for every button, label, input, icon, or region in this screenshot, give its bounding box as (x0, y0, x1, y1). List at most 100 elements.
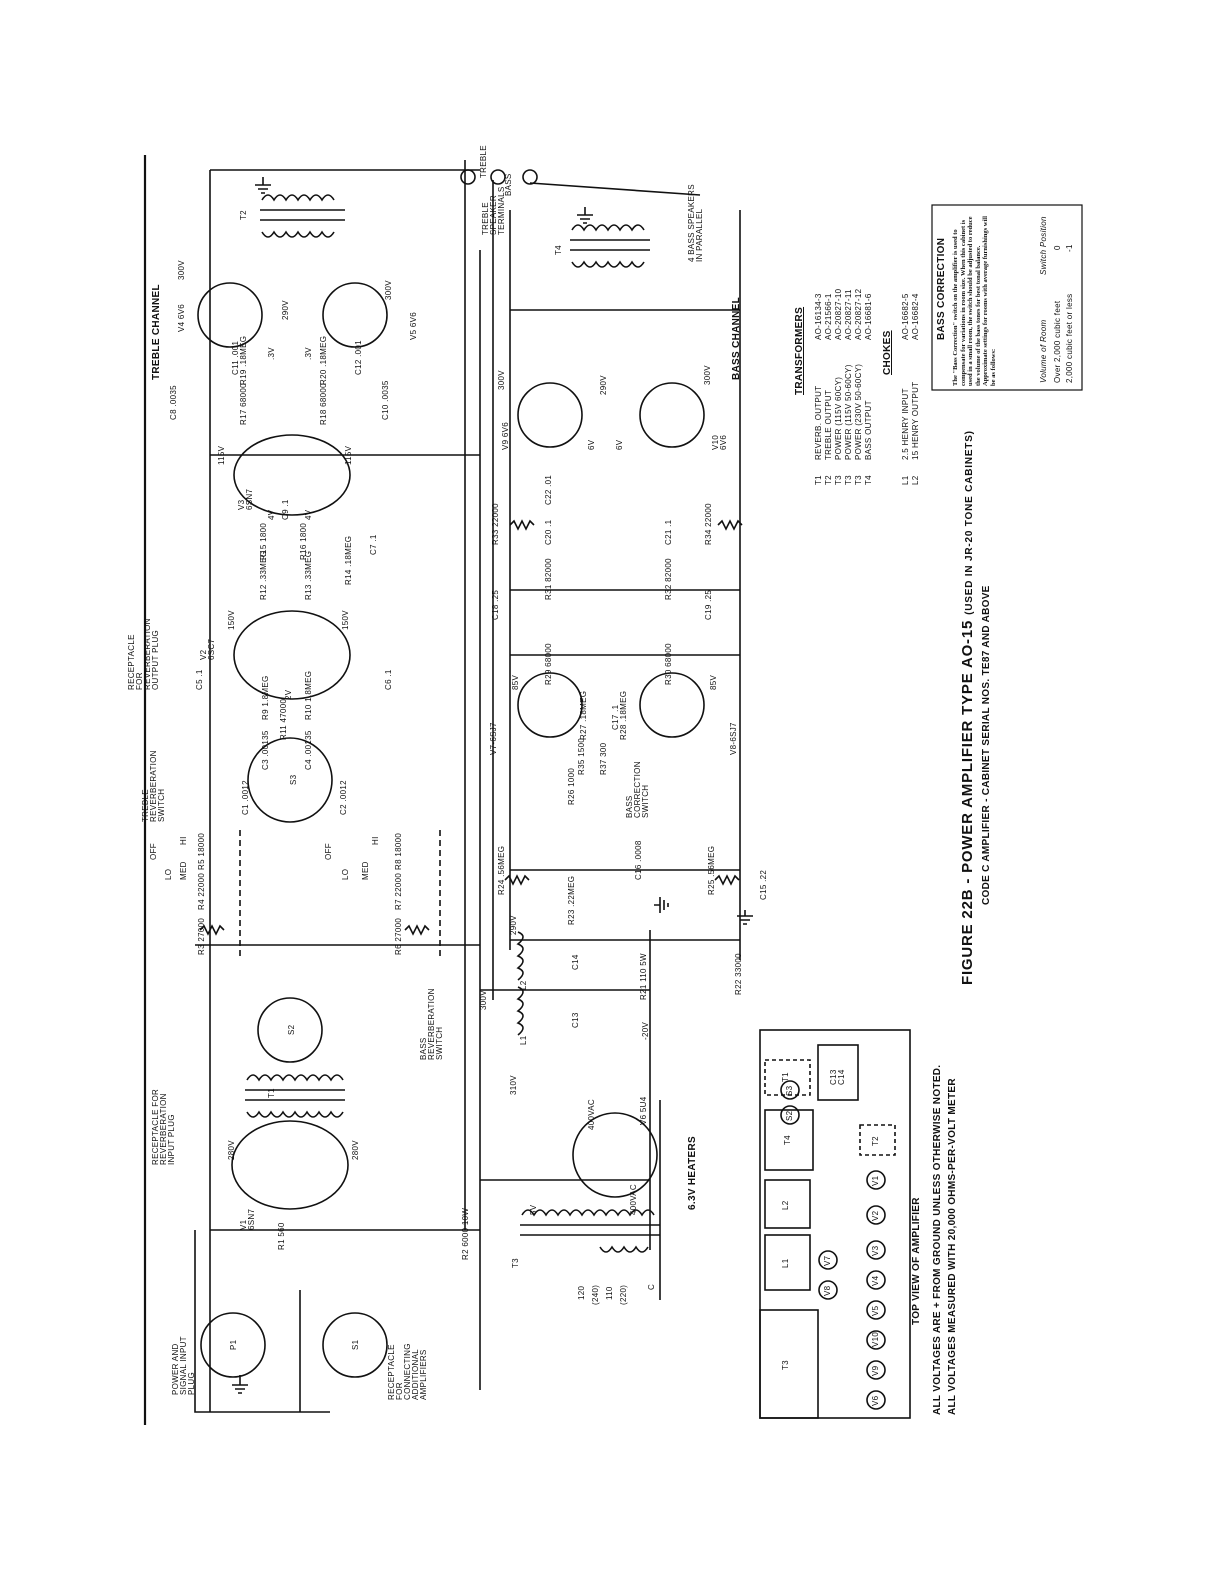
label-c5: C5 .1 (195, 669, 204, 690)
label-r15: R15 1800 (259, 522, 268, 560)
xfmr-part-2: AO-20827-10 (834, 288, 843, 340)
footnote-1: ALL VOLTAGES ARE + FROM GROUND UNLESS OT… (932, 1064, 943, 1415)
xfmr-name-1: TREBLE OUTPUT (824, 389, 833, 460)
label-r17: R17 68000 (239, 383, 248, 425)
label-r6: R6 27000 (394, 917, 403, 955)
xfmr-name-5: BASS OUTPUT (864, 400, 873, 460)
callout-bass-switch: BASS REVERBERATION SWITCH (419, 988, 444, 1060)
label-l2: L2 (519, 980, 528, 991)
transformers-heading: TRANSFORMERS (794, 306, 805, 395)
resistor-r33 (509, 519, 535, 531)
tube-v10 (639, 382, 705, 448)
label-c1: C1 .0012 (241, 780, 250, 815)
label-t4: T4 (554, 245, 563, 255)
top-view-socket-s2: S2 (785, 1110, 794, 1121)
xfmr-name-2: POWER (115V 60CY) (834, 376, 843, 460)
bass-speakers-note: 4 BASS SPEAKERS IN PARALLEL (687, 184, 704, 262)
label-v4: V4 6V6 (177, 303, 186, 332)
v-280b: 280V (351, 1140, 360, 1160)
top-view-box-t2: T2 (871, 1136, 880, 1146)
resistor-r24 (504, 874, 530, 886)
figure-title: FIGURE 22B - POWER AMPLIFIER TYPE AO-15 … (959, 430, 976, 985)
label-c2: C2 .0012 (339, 780, 348, 815)
label-c3: C3 .00135 (261, 730, 270, 770)
v-150a: 150V (227, 610, 236, 630)
bass-switch-hi: HI (371, 836, 380, 845)
top-view-socket-v10: V10 (871, 1331, 880, 1347)
tube-v6 (572, 1112, 658, 1198)
chokes-heading: CHOKES (882, 330, 893, 375)
xfmr-id-0: T1 (814, 475, 823, 485)
figure-subtitle: CODE C AMPLIFIER - CABINET SERIAL NOS. T… (981, 585, 992, 905)
top-view-box-t4: T4 (783, 1135, 792, 1145)
label-r24: R24 .56MEG (497, 845, 506, 895)
label-p1: P1 (229, 1339, 238, 1350)
label-c17: C17 .1 (611, 704, 620, 730)
bass-label: BASS (504, 173, 513, 196)
xfmr-name-4: POWER (230V 50-60CY) (854, 363, 863, 460)
socket-s2 (257, 997, 323, 1063)
xfmr-part-5: AO-16681-6 (864, 293, 873, 340)
label-r10: R10 1.8MEG (304, 670, 313, 720)
top-view-socket-v5: V5 (871, 1305, 880, 1316)
bass-correction-col-switch: Switch Position (1039, 216, 1048, 275)
label-c9: C9 .1 (281, 499, 290, 520)
label-c11: C11 .001 (231, 340, 240, 375)
label-r2: R2 6000 10W (461, 1207, 470, 1260)
xfmr-id-4: T3 (854, 475, 863, 485)
top-view-socket-v6: V6 (871, 1395, 880, 1406)
callout-rev-input: RECEPTACLE FOR REVERBERATION INPUT PLUG (151, 1088, 176, 1165)
ground-3 (737, 910, 753, 925)
v-310: 310V (509, 1075, 518, 1095)
label-c10: C10 .0035 (381, 380, 390, 420)
label-c12: C12 .001 (354, 340, 363, 375)
xfmr-name-0: REVERB. OUTPUT (814, 385, 823, 460)
plug-p1 (200, 1312, 266, 1378)
v-neg20: -20V (641, 1021, 650, 1040)
label-r26: R26 1000 (567, 767, 576, 805)
label-r25: R25 .56MEG (707, 845, 716, 895)
bass-correction-col-room: Volume of Room (1039, 319, 1048, 384)
v-280a: 280V (227, 1140, 236, 1160)
label-v6: V6 5U4 (639, 1096, 648, 1125)
v-300: 300V (479, 990, 488, 1010)
xfmr-id-3: T3 (844, 475, 853, 485)
v-150b: 150V (341, 610, 350, 630)
label-s1: S1 (351, 1339, 360, 1350)
top-view-socket-s3: S3 (785, 1085, 794, 1096)
top-view-box-c13c14: C13 C14 (829, 1069, 846, 1085)
label-t3: T3 (511, 1258, 520, 1268)
choke-part-1: AO-16682-4 (911, 293, 920, 340)
xfmr-id-1: T2 (824, 475, 833, 485)
label-r7: R7 22000 (394, 872, 403, 910)
label-v1: V1 6SN7 (239, 1208, 256, 1230)
resistor-r3 (199, 924, 225, 936)
choke-name-0: 2.5 HENRY INPUT (901, 388, 910, 460)
label-r29: R29 68000 (544, 643, 553, 685)
choke-id-1: L2 (911, 475, 920, 486)
tube-v4 (197, 282, 263, 348)
top-view-socket-v7: V7 (823, 1255, 832, 1266)
transformer-t3-coils (520, 1224, 660, 1236)
label-r16: R16 1800 (299, 522, 308, 560)
label-r20: R20 .18MEG (319, 335, 328, 385)
treble-switch-off: OFF (149, 843, 158, 860)
label-r28: R28 .18MEG (619, 690, 628, 740)
label-r32: R32 82000 (664, 558, 673, 600)
bass-correction-body: The "Bass Correction" switch on the ampl… (952, 216, 997, 386)
v-4b: 4V (304, 509, 313, 520)
choke-l1 (516, 986, 524, 1036)
label-r34: R34 22000 (704, 503, 713, 545)
ground-5 (255, 177, 271, 194)
socket-s3 (247, 737, 333, 823)
v-3b: .3V (304, 347, 313, 360)
resistor-r34 (717, 519, 743, 531)
top-view-socket-v1: V1 (871, 1175, 880, 1186)
ground-1 (232, 1375, 248, 1394)
ground-4 (577, 207, 593, 224)
label-r18: R18 68000 (319, 383, 328, 425)
treble-switch-hi: HI (179, 836, 188, 845)
v-300-v4: 300V (177, 260, 186, 280)
label-r30: R30 68000 (664, 643, 673, 685)
